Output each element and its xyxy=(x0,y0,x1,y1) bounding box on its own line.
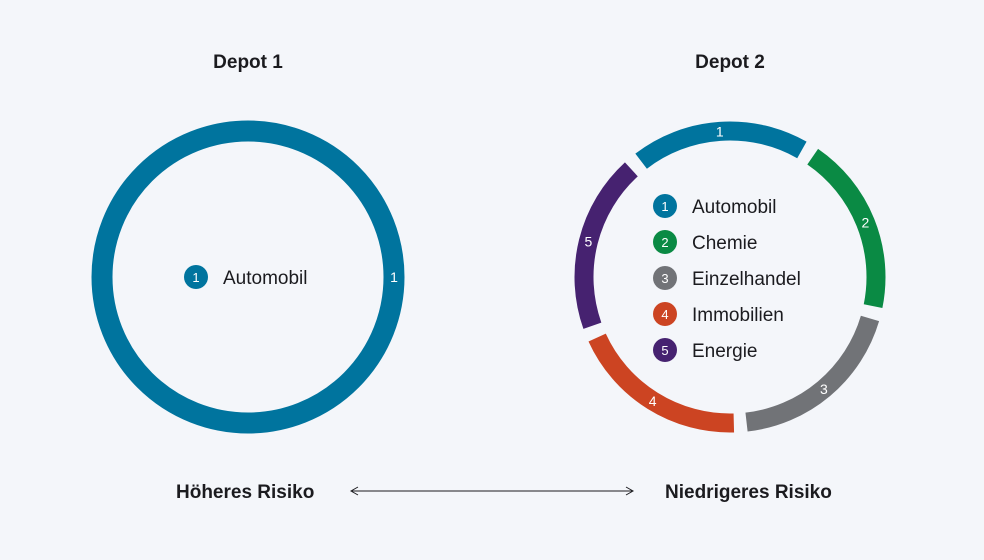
legend-number-automobil: 1 xyxy=(192,270,199,285)
segment-automobil xyxy=(635,121,807,169)
legend-item-energie: 5 Energie xyxy=(653,338,758,362)
segment-energie xyxy=(574,162,638,329)
legend-label-einzelhandel: Einzelhandel xyxy=(692,269,801,290)
legend-label-energie: Energie xyxy=(692,341,758,362)
risk-arrow xyxy=(349,486,635,496)
depot-2-title: Depot 2 xyxy=(695,52,765,73)
legend-marker-einzelhandel xyxy=(653,266,677,290)
legend-item-chemie: 2 Chemie xyxy=(653,230,757,254)
legend-item-einzelhandel: 3 Einzelhandel xyxy=(653,266,801,290)
legend-marker-immobilien xyxy=(653,302,677,326)
legend-marker-automobil xyxy=(184,265,208,289)
higher-risk-label: Höheres Risiko xyxy=(176,482,315,503)
segment-automobil-number: 1 xyxy=(390,269,398,285)
depot-1-title: Depot 1 xyxy=(213,52,283,73)
legend-number-automobil: 1 xyxy=(661,199,668,214)
segment-immobilien-number: 4 xyxy=(649,393,657,409)
lower-risk-label: Niedrigeres Risiko xyxy=(665,482,832,503)
segment-chemie-number: 2 xyxy=(861,214,869,230)
segment-chemie xyxy=(807,148,886,308)
legend-marker-automobil xyxy=(653,194,677,218)
legend-label-automobil: Automobil xyxy=(223,268,308,289)
segment-immobilien xyxy=(588,333,735,433)
legend-number-energie: 5 xyxy=(661,343,668,358)
legend-item-immobilien: 4 Immobilien xyxy=(653,302,784,326)
segment-einzelhandel-number: 3 xyxy=(820,381,828,397)
legend-label-chemie: Chemie xyxy=(692,233,757,254)
segment-einzelhandel xyxy=(745,315,880,432)
legend-item-automobil: 1 Automobil xyxy=(184,265,308,289)
segment-automobil xyxy=(91,120,405,434)
legend-marker-energie xyxy=(653,338,677,362)
segment-automobil-number: 1 xyxy=(716,123,724,139)
legend-label-automobil: Automobil xyxy=(692,197,777,218)
legend-number-chemie: 2 xyxy=(661,235,668,250)
legend-number-einzelhandel: 3 xyxy=(661,271,668,286)
legend-label-immobilien: Immobilien xyxy=(692,305,784,326)
legend-number-immobilien: 4 xyxy=(661,307,668,322)
segment-energie-number: 5 xyxy=(584,234,592,250)
legend-marker-chemie xyxy=(653,230,677,254)
depot-1-donut: 1 1 Automobil xyxy=(91,120,405,434)
legend-item-automobil: 1 Automobil xyxy=(653,194,777,218)
